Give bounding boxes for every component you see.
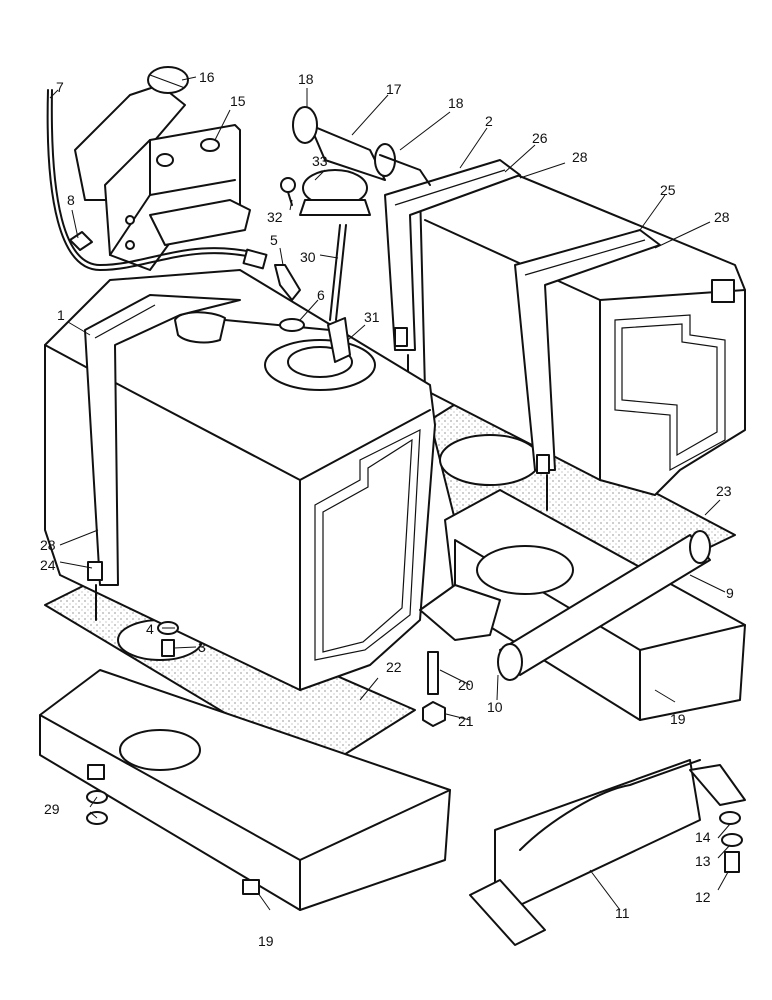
callout-25: 24 [40, 557, 56, 573]
callout-9: 9 [726, 585, 734, 601]
callout-6: 6 [317, 287, 325, 303]
fuel-pickup [274, 264, 351, 363]
mounting-bracket [469, 759, 746, 946]
callout-7: 7 [56, 79, 64, 95]
callout-19: 19 [258, 933, 274, 949]
callout-labels: 7 8 16 15 18 17 18 2 26 28 33 32 5 30 25… [40, 69, 734, 949]
callout-3: 3 [198, 639, 206, 655]
callout-18-right: 18 [448, 95, 464, 111]
callout-26: 25 [660, 182, 676, 198]
bolt-assembly [719, 811, 743, 873]
callout-21: 20 [458, 677, 474, 693]
callout-24: 23 [716, 483, 732, 499]
callout-13: 13 [695, 853, 711, 869]
crossover-pipe [419, 530, 711, 681]
callout-16: 16 [199, 69, 215, 85]
callout-22: 21 [458, 713, 474, 729]
callout-28-top: 28 [572, 149, 588, 165]
leader-lines [49, 76, 731, 911]
connecting-hose [292, 106, 431, 186]
nut-pair [86, 790, 108, 825]
callout-32: 32 [267, 209, 283, 225]
callout-23: 22 [386, 659, 402, 675]
callout-15: 15 [230, 93, 246, 109]
callout-33: 33 [312, 153, 328, 169]
callout-17: 17 [386, 81, 402, 97]
breather-pipe [46, 89, 268, 271]
rear-strap-front [384, 159, 521, 441]
front-fixings [157, 621, 179, 657]
callout-20: 19 [670, 711, 686, 727]
fuel-sender [280, 169, 371, 321]
callout-29: 29 [44, 801, 60, 817]
callout-28-right: 28 [714, 209, 730, 225]
callout-14: 14 [695, 829, 711, 845]
callout-18-left: 18 [298, 71, 314, 87]
stud-and-nut [422, 651, 446, 727]
front-strap [84, 294, 241, 621]
callout-31: 31 [364, 309, 380, 325]
callout-11: 11 [615, 905, 630, 921]
filler-bracket [104, 124, 251, 271]
callout-27: 26 [532, 130, 548, 146]
filler-neck [74, 66, 189, 201]
callout-10: 10 [487, 699, 503, 715]
callout-12: 12 [695, 889, 711, 905]
callout-1: 1 [57, 307, 65, 323]
callout-28-left: 28 [40, 537, 56, 553]
front-base-tray [39, 669, 451, 911]
callout-8: 8 [67, 192, 75, 208]
rear-fuel-tank [419, 169, 746, 496]
callout-2: 2 [485, 113, 493, 129]
callout-30: 30 [300, 249, 316, 265]
callout-4: 4 [146, 621, 154, 637]
callout-5: 5 [270, 232, 278, 248]
